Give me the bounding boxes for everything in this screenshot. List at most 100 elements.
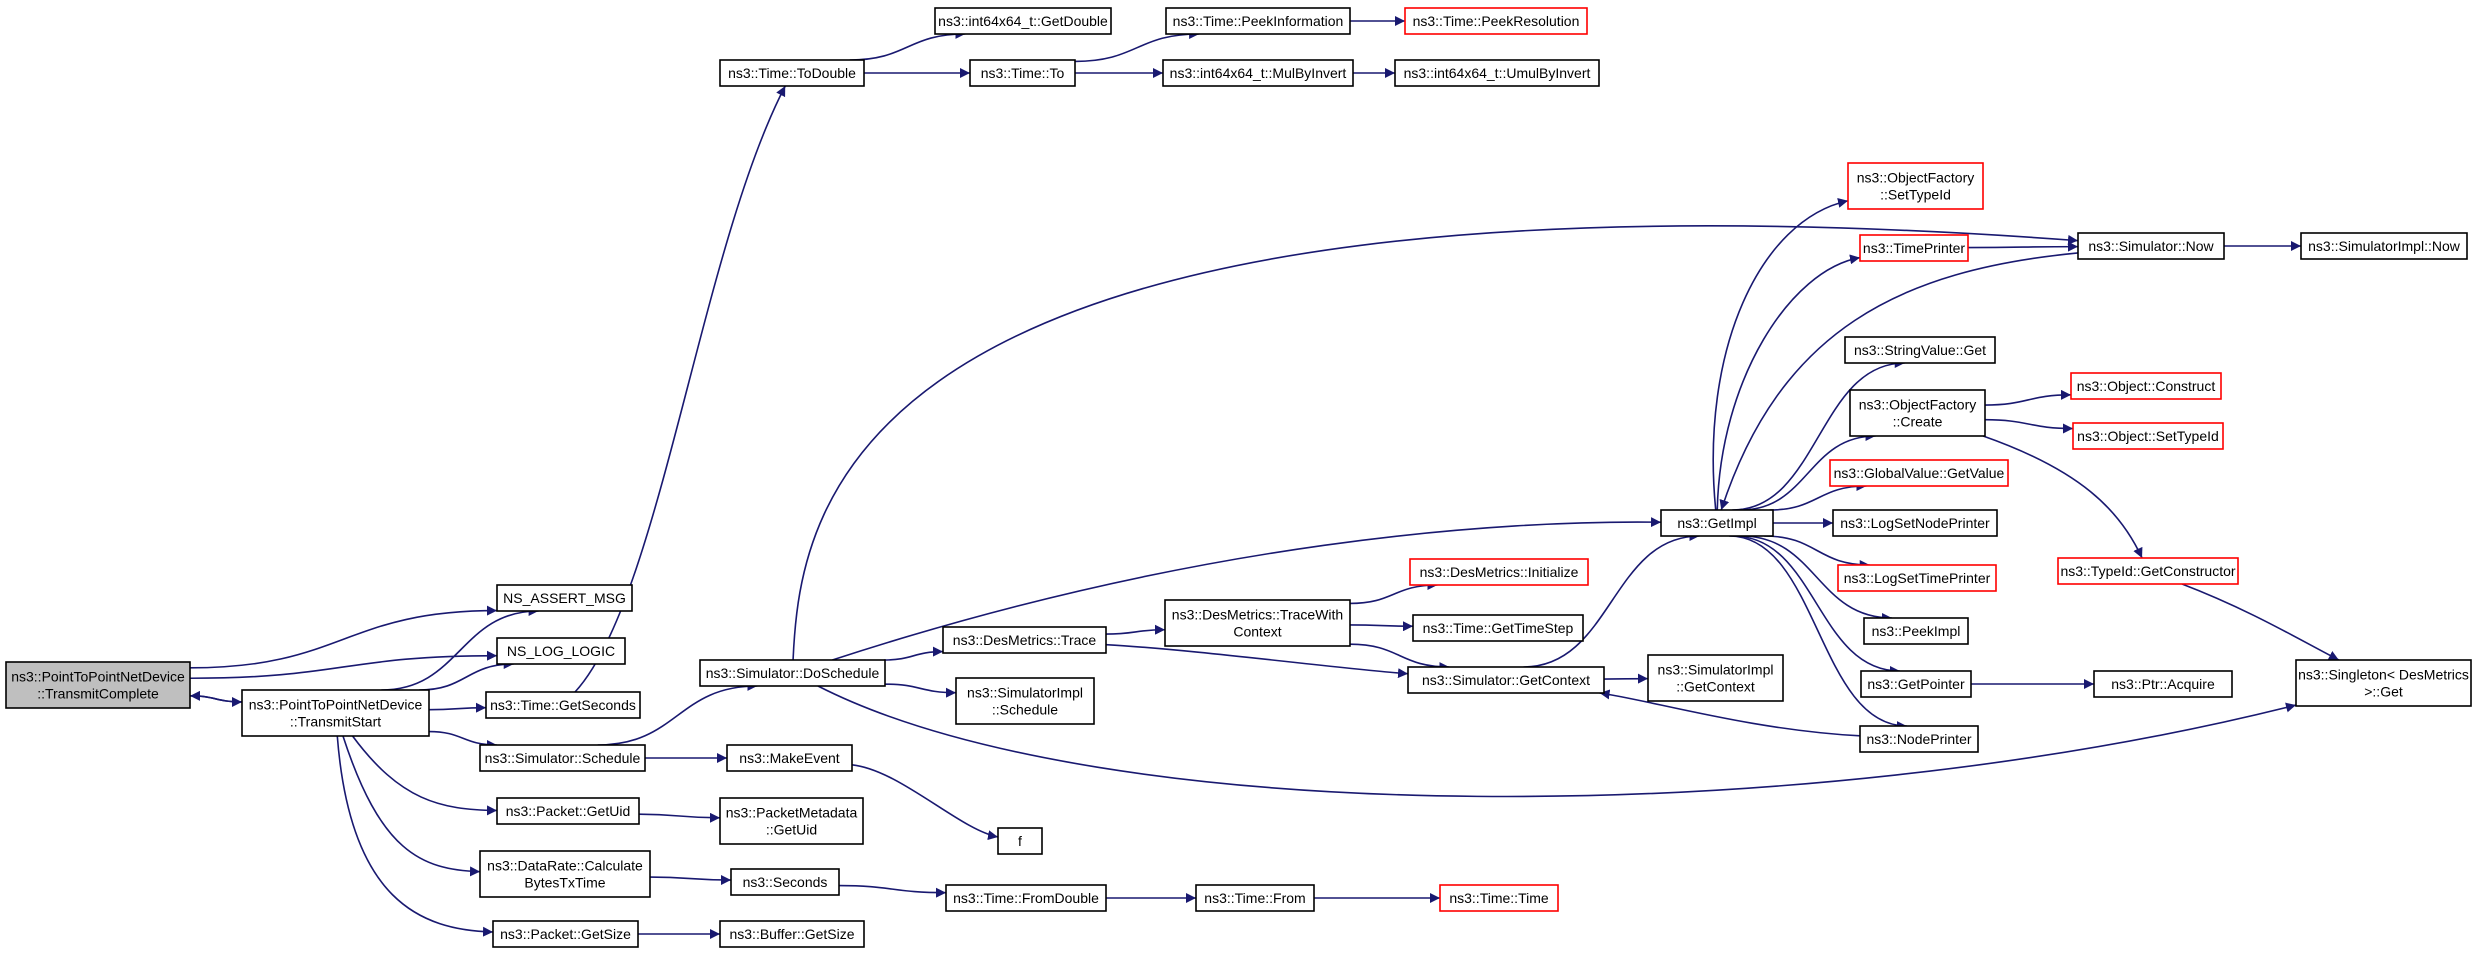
node-n12[interactable]: ns3::Time::To bbox=[969, 59, 1076, 87]
node-n23[interactable]: ns3::Seconds bbox=[730, 868, 840, 896]
node-n43[interactable]: ns3::NodePrinter bbox=[1859, 725, 1979, 753]
node-n40[interactable]: ns3::LogSetTimePrinter bbox=[1837, 564, 1997, 592]
node-label: ns3::TypeId::GetConstructor bbox=[2060, 563, 2235, 579]
edge-n33-n34 bbox=[1712, 198, 1849, 511]
edge-n37-n46 bbox=[1984, 389, 2072, 406]
node-label: ns3::LogSetTimePrinter bbox=[1844, 570, 1991, 586]
edge-n33-n38 bbox=[1769, 481, 1867, 511]
node-n37[interactable]: ns3::ObjectFactory::Create bbox=[1849, 389, 1986, 437]
node-n32[interactable]: ns3::SimulatorImpl::GetContext bbox=[1647, 654, 1784, 702]
node-label: ns3::Singleton< DesMetrics bbox=[2298, 667, 2469, 683]
node-n19[interactable]: ns3::SimulatorImpl::Schedule bbox=[955, 677, 1095, 725]
node-box bbox=[969, 59, 1076, 87]
edge-n17-n18 bbox=[883, 646, 944, 661]
node-n35[interactable]: ns3::TimePrinter bbox=[1859, 234, 1969, 262]
node-label: ns3::GlobalValue::GetValue bbox=[1834, 465, 2005, 481]
node-n48[interactable]: ns3::TypeId::GetConstructor bbox=[2057, 557, 2239, 585]
node-n44[interactable]: ns3::Simulator::Now bbox=[2077, 232, 2225, 260]
node-n24[interactable]: ns3::Buffer::GetSize bbox=[719, 920, 865, 948]
node-box bbox=[1412, 614, 1584, 642]
node-n22[interactable]: ns3::PacketMetadata::GetUid bbox=[719, 797, 864, 845]
edge-n33-n35 bbox=[1716, 254, 1861, 511]
node-n11[interactable]: ns3::int64x64_t::GetDouble bbox=[934, 7, 1112, 35]
node-n20[interactable]: ns3::MakeEvent bbox=[726, 744, 853, 772]
node-label: ns3::SimulatorImpl bbox=[1658, 662, 1774, 678]
node-label: ns3::DesMetrics::TraceWith bbox=[1172, 607, 1343, 623]
node-n49[interactable]: ns3::Singleton< DesMetrics>::Get bbox=[2295, 659, 2472, 707]
node-n10[interactable]: ns3::Time::ToDouble bbox=[719, 59, 865, 87]
node-box bbox=[719, 797, 864, 845]
node-label: ns3::ObjectFactory bbox=[1857, 170, 1975, 186]
node-n14[interactable]: ns3::Time::PeekResolution bbox=[1404, 7, 1588, 35]
node-label: ns3::int64x64_t::UmulByInvert bbox=[1404, 65, 1591, 81]
node-label: ns3::DataRate::Calculate bbox=[487, 858, 643, 874]
node-n5[interactable]: ns3::Time::GetSeconds bbox=[485, 691, 641, 719]
node-n27[interactable]: ns3::Time::Time bbox=[1439, 884, 1559, 912]
edge-n33-n37 bbox=[1740, 431, 1876, 511]
edge-n43-n31 bbox=[1599, 689, 1861, 737]
node-n41[interactable]: ns3::PeekImpl bbox=[1863, 617, 1969, 645]
node-label: ns3::Simulator::GetContext bbox=[1422, 672, 1590, 688]
node-label: ns3::int64x64_t::GetDouble bbox=[938, 13, 1108, 29]
node-box bbox=[1863, 617, 1969, 645]
node-n33[interactable]: ns3::GetImpl bbox=[1660, 509, 1774, 537]
node-label: ns3::Object::SetTypeId bbox=[2077, 428, 2219, 444]
node-label: ns3::Time::ToDouble bbox=[728, 65, 856, 81]
node-n2[interactable]: NS_ASSERT_MSG bbox=[496, 584, 633, 612]
node-label: ns3::StringValue::Get bbox=[1854, 342, 1986, 358]
node-n30[interactable]: ns3::Time::GetTimeStep bbox=[1412, 614, 1584, 642]
node-box bbox=[1847, 162, 1984, 210]
node-n4[interactable]: ns3::PointToPointNetDevice::TransmitStar… bbox=[241, 689, 430, 737]
node-box bbox=[1164, 599, 1351, 647]
node-n45[interactable]: ns3::SimulatorImpl::Now bbox=[2300, 232, 2468, 260]
edge-n8-n23 bbox=[649, 875, 732, 886]
node-box bbox=[1859, 234, 1969, 262]
edge-n33-n36 bbox=[1732, 358, 1905, 511]
node-n25[interactable]: ns3::Time::FromDouble bbox=[945, 884, 1107, 912]
node-label: NS_LOG_LOGIC bbox=[507, 643, 615, 659]
node-label: ::GetUid bbox=[766, 822, 817, 838]
node-box bbox=[1162, 59, 1354, 87]
node-n6[interactable]: ns3::Simulator::Schedule bbox=[479, 744, 646, 772]
node-n17[interactable]: ns3::Simulator::DoSchedule bbox=[699, 659, 886, 687]
edge-n18-n28 bbox=[1105, 624, 1166, 635]
node-n34[interactable]: ns3::ObjectFactory::SetTypeId bbox=[1847, 162, 1984, 210]
node-n16[interactable]: ns3::int64x64_t::UmulByInvert bbox=[1394, 59, 1600, 87]
node-box bbox=[1647, 654, 1784, 702]
node-n3[interactable]: NS_LOG_LOGIC bbox=[496, 637, 626, 665]
node-box bbox=[2070, 372, 2222, 400]
node-box bbox=[1439, 884, 1559, 912]
node-n38[interactable]: ns3::GlobalValue::GetValue bbox=[1829, 459, 2009, 487]
node-n50[interactable]: ns3::Ptr::Acquire bbox=[2093, 670, 2233, 698]
node-label: ns3::Time::GetTimeStep bbox=[1423, 620, 1574, 636]
edge-n1-n3 bbox=[189, 650, 498, 680]
node-box bbox=[726, 744, 853, 772]
node-n29[interactable]: ns3::DesMetrics::Initialize bbox=[1409, 558, 1589, 586]
node-n21[interactable]: f bbox=[997, 827, 1043, 855]
node-n31[interactable]: ns3::Simulator::GetContext bbox=[1407, 666, 1605, 694]
node-n47[interactable]: ns3::Object::SetTypeId bbox=[2072, 422, 2224, 450]
node-n42[interactable]: ns3::GetPointer bbox=[1860, 670, 1972, 698]
node-n1[interactable]: ns3::PointToPointNetDevice::TransmitComp… bbox=[5, 661, 191, 709]
node-label: ns3::SimulatorImpl::Now bbox=[2308, 238, 2461, 254]
node-n9[interactable]: ns3::Packet::GetSize bbox=[492, 920, 639, 948]
node-box bbox=[1859, 725, 1979, 753]
node-n7[interactable]: ns3::Packet::GetUid bbox=[496, 797, 640, 825]
node-label: ns3::Time::To bbox=[981, 65, 1065, 81]
node-n36[interactable]: ns3::StringValue::Get bbox=[1844, 336, 1996, 364]
edge-n20-n21 bbox=[851, 763, 999, 841]
node-label: ns3::PeekImpl bbox=[1872, 623, 1961, 639]
node-n18[interactable]: ns3::DesMetrics::Trace bbox=[942, 626, 1107, 654]
node-n26[interactable]: ns3::Time::From bbox=[1195, 884, 1315, 912]
node-label: ns3::Packet::GetUid bbox=[506, 803, 631, 819]
edge-n44-n33 bbox=[1719, 252, 2079, 511]
node-n46[interactable]: ns3::Object::Construct bbox=[2070, 372, 2222, 400]
node-n39[interactable]: ns3::LogSetNodePrinter bbox=[1832, 509, 1998, 537]
node-box bbox=[730, 868, 840, 896]
node-n13[interactable]: ns3::Time::PeekInformation bbox=[1165, 7, 1351, 35]
node-label: ns3::Time::Time bbox=[1449, 890, 1549, 906]
node-n15[interactable]: ns3::int64x64_t::MulByInvert bbox=[1162, 59, 1354, 87]
